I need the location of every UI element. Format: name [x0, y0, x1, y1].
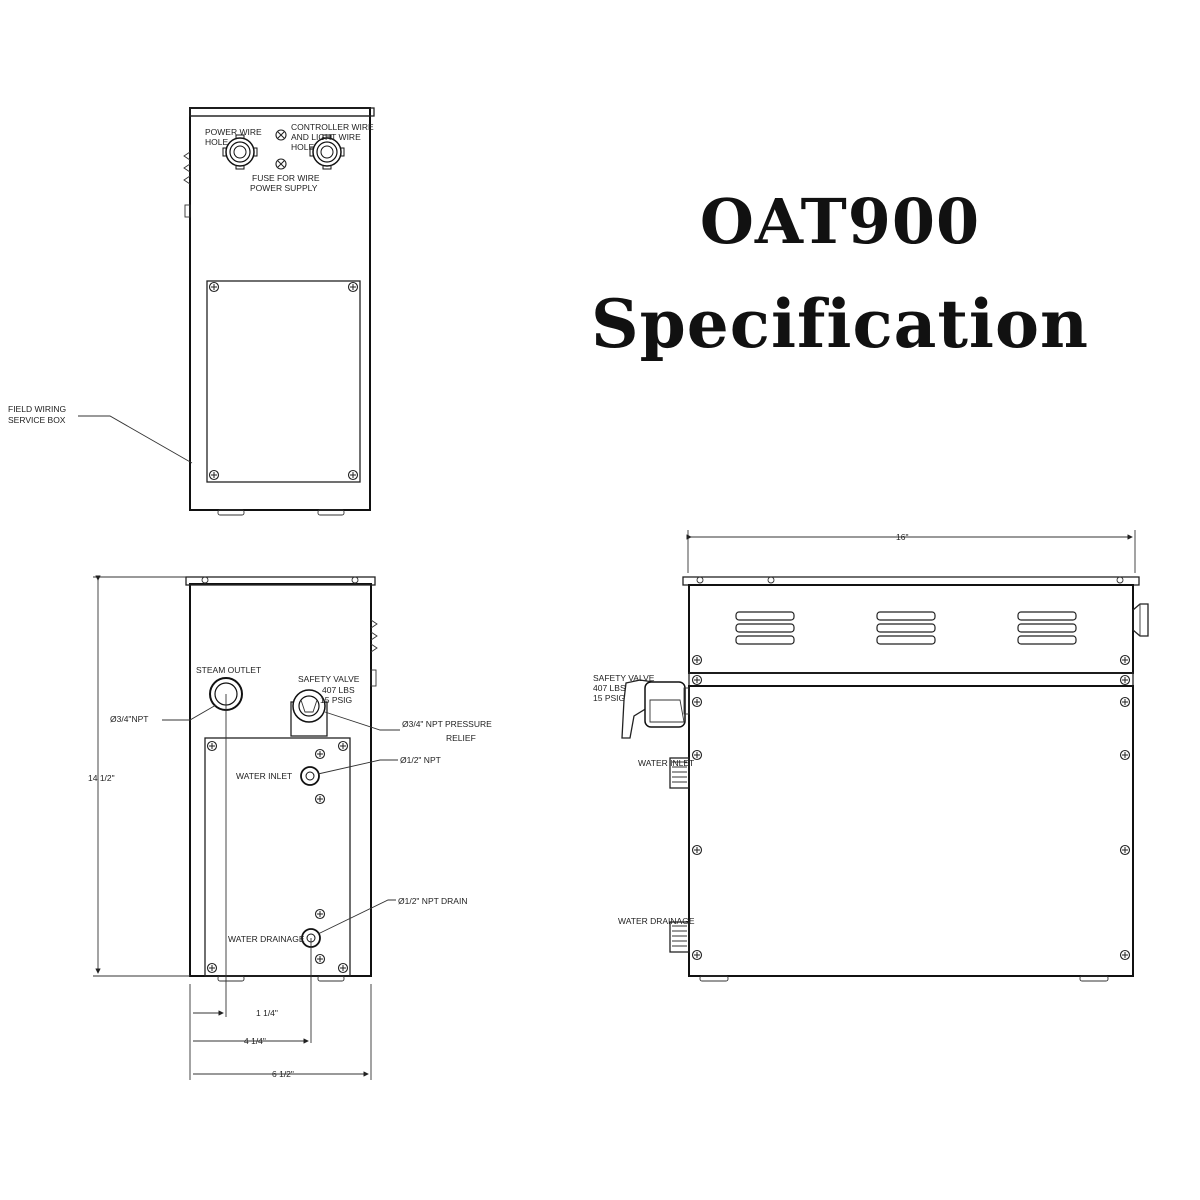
fuse-label-2: POWER SUPPLY [250, 183, 318, 193]
controller-wire-label-2: AND LIGHT WIRE [291, 132, 361, 142]
power-wire-label: POWER WIRE [205, 127, 262, 137]
side-safety-valve-label: SAFETY VALVE [593, 673, 655, 683]
front-view [93, 575, 400, 1080]
side-safety-valve-label-2: 407 LBS [593, 683, 626, 693]
controller-wire-label-3: HOLE [291, 142, 314, 152]
inlet-npt-label: Ø1/2" NPT [400, 755, 441, 765]
drain-npt-label: Ø1/2" NPT DRAIN [398, 896, 467, 906]
field-wiring-label-2: SERVICE BOX [8, 415, 66, 425]
safety-valve-label-2: 407 LBS [322, 685, 355, 695]
side-water-inlet-label: WATER INLET [638, 758, 694, 768]
steam-npt-label: Ø3/4"NPT [110, 714, 148, 724]
title-spec: Specification [590, 285, 1090, 363]
water-drainage-label: WATER DRAINAGE [228, 934, 305, 944]
dim-1-label: 1 1/4" [256, 1008, 278, 1018]
safety-valve-label-3: 15 PSIG [320, 695, 352, 705]
side-width-label: 16" [896, 532, 908, 542]
steam-outlet-label: STEAM OUTLET [196, 665, 261, 675]
dim-3-label: 6 1/2" [272, 1069, 294, 1079]
side-water-drainage-label: WATER DRAINAGE [618, 916, 695, 926]
fuse-label: FUSE FOR WIRE [252, 173, 320, 183]
controller-wire-label: CONTROLLER WIRE [291, 122, 374, 132]
top-view [78, 107, 375, 516]
pressure-relief-label: Ø3/4" NPT PRESSURE [402, 719, 492, 729]
height-dim-label: 14 1/2" [88, 773, 115, 783]
power-wire-label-2: HOLE [205, 137, 228, 147]
safety-valve-label: SAFETY VALVE [298, 674, 360, 684]
title-model: OAT900 [699, 185, 981, 258]
side-safety-valve-label-3: 15 PSIG [593, 693, 625, 703]
pressure-relief-label-2: RELIEF [446, 733, 476, 743]
water-inlet-label: WATER INLET [236, 771, 292, 781]
side-view [621, 530, 1149, 982]
field-wiring-label: FIELD WIRING [8, 404, 66, 414]
dim-2-label: 4 1/4" [244, 1036, 266, 1046]
